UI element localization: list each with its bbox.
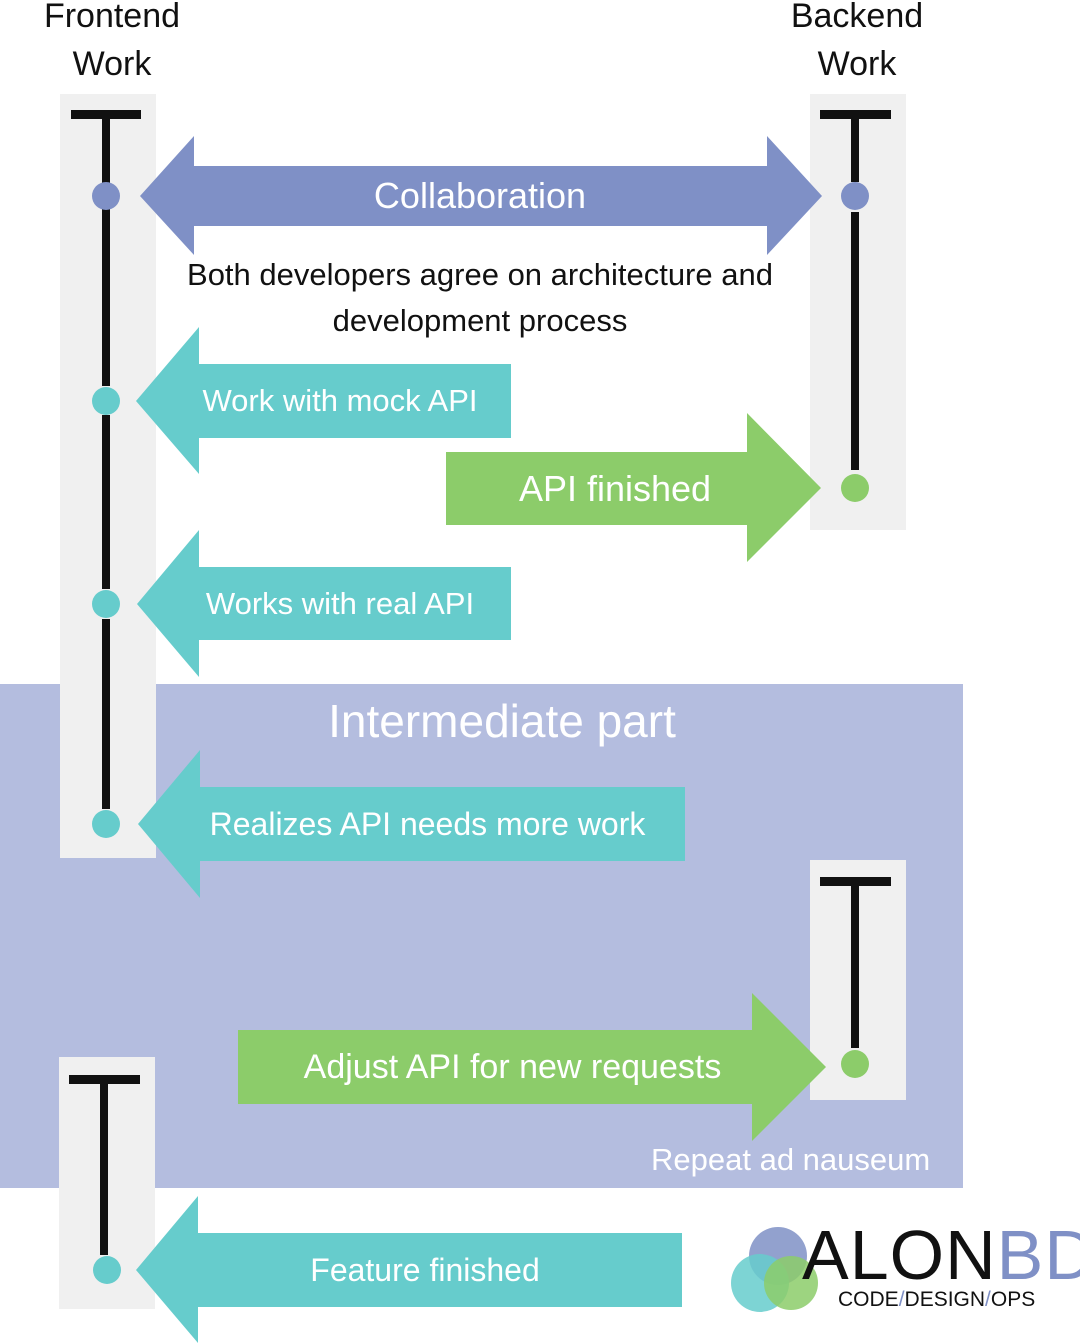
backend-header-line-1: Backend [790,0,924,35]
logo-text-bd: BD [996,1216,1080,1294]
backend-header: Backend Work [747,0,967,88]
frontend-header-line-2: Work [72,45,152,83]
frontend-header-line-1: Frontend [43,0,181,35]
needs-more-work-label: Realizes API needs more work [209,805,646,842]
feature-finished-label: Feature finished [310,1251,540,1288]
frontend-point-mock-api [92,387,120,415]
intermediate-title: Intermediate part [328,695,676,747]
backend-point-api-finished [841,474,869,502]
logo: ALONBD [802,1220,1080,1290]
frontend-point-feature-finished [93,1256,121,1284]
frontend-point-needs-more-work [92,810,120,838]
frontend-point-collaboration [92,182,120,210]
logo-tagline: CODE/DESIGN/OPS [838,1288,1036,1311]
real-api-arrow [137,530,511,677]
api-finished-arrow [446,413,821,562]
frontend-timeline-bottom [69,1075,140,1255]
agreement-note: Both developers agree on architecture an… [187,257,773,338]
collaboration-label: Collaboration [373,175,587,216]
backend-header-line-2: Work [817,45,897,83]
mock-api-label: Work with mock API [202,383,478,418]
tagline-ops: OPS [990,1288,1036,1311]
tagline-design: DESIGN [904,1288,986,1311]
mock-api-arrow [136,327,511,474]
api-finished-label: API finished [518,467,712,509]
collaboration-arrow [140,136,822,255]
frontend-timeline-top [71,110,141,809]
frontend-point-real-api [92,590,120,618]
feature-finished-arrow [136,1196,682,1343]
tagline-code: CODE [838,1288,899,1311]
logo-mark [731,1227,818,1312]
real-api-label: Works with real API [205,585,475,621]
logo-text-alon: ALON [802,1216,997,1294]
adjust-api-arrow [238,993,826,1141]
needs-more-work-arrow [138,750,685,898]
backend-point-collaboration [841,182,869,210]
repeat-note: Repeat ad nauseum [651,1142,931,1177]
backend-timeline-bottom [820,877,891,1048]
backend-timeline-top [820,110,891,470]
adjust-api-label: Adjust API for new requests [303,1047,722,1086]
frontend-header: Frontend Work [2,0,222,88]
backend-point-adjust-api [841,1050,869,1078]
